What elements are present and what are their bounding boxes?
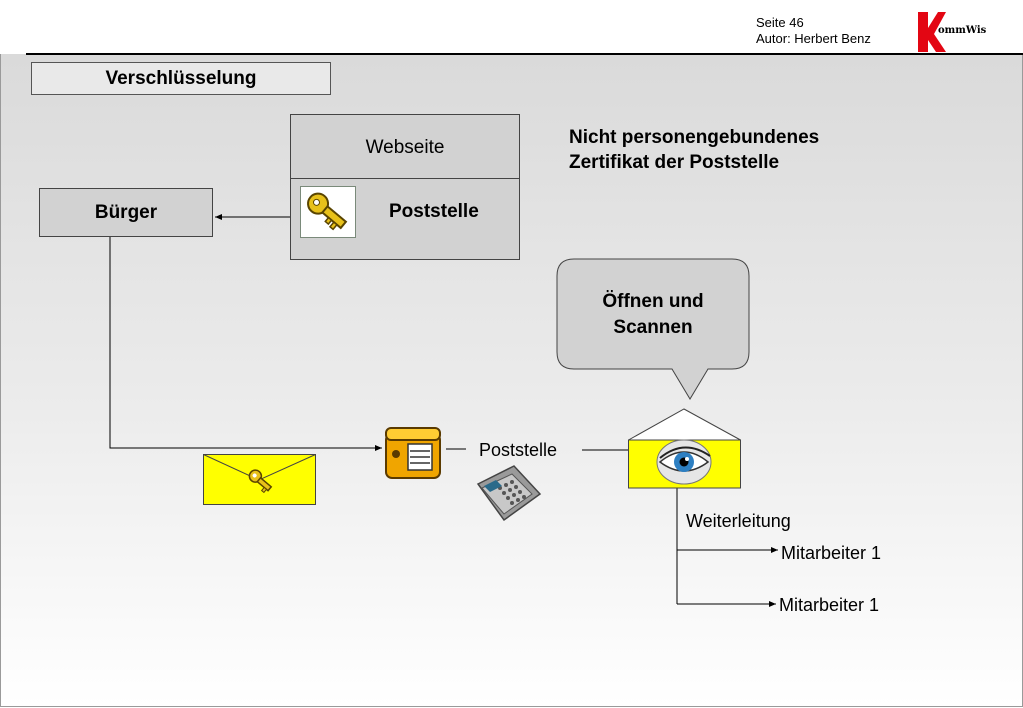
employee-1-label: Mitarbeiter 1 bbox=[781, 543, 882, 563]
mailroom-label: Poststelle bbox=[479, 440, 558, 460]
speech-bubble-text: Öffnen und Scannen bbox=[558, 289, 748, 341]
employee-2-label: Mitarbeiter 1 bbox=[779, 595, 880, 615]
key-icon bbox=[307, 192, 348, 231]
kommwis-logo: ommWis bbox=[916, 12, 996, 52]
speech-line-1: Öffnen und bbox=[602, 291, 704, 312]
page-info: Seite 46 Autor: Herbert Benz bbox=[756, 15, 871, 47]
envelope-icon bbox=[203, 454, 316, 505]
certificate-note-line-2: Zertifikat der Poststelle bbox=[569, 152, 780, 173]
author-line: Autor: Herbert Benz bbox=[756, 31, 871, 46]
mailroom-box: Poststelle bbox=[290, 178, 520, 260]
speech-line-2: Scannen bbox=[613, 317, 693, 338]
open-envelope-icon bbox=[628, 408, 741, 489]
slide-title: Verschlüsselung bbox=[31, 62, 331, 95]
key-icon bbox=[248, 469, 273, 494]
page-number: Seite 46 bbox=[756, 15, 804, 30]
mailroom-box-label: Poststelle bbox=[389, 201, 479, 222]
header-rule bbox=[26, 53, 1023, 55]
arrow-citizen-to-mailbox bbox=[109, 237, 382, 451]
svg-text:ommWis: ommWis bbox=[938, 25, 987, 36]
mailbox-icon bbox=[385, 427, 441, 479]
forwarding-label: Weiterleitung bbox=[686, 511, 791, 531]
citizen-box: Bürger bbox=[39, 188, 213, 237]
telephone-icon bbox=[476, 465, 542, 522]
website-box: Webseite bbox=[290, 114, 520, 179]
speech-bubble bbox=[556, 258, 750, 400]
certificate-note-line-1: Nicht personengebundenes bbox=[569, 127, 820, 148]
certificate-note: Nicht personengebundenes Zertifikat der … bbox=[569, 125, 819, 175]
eye-icon bbox=[656, 439, 712, 485]
key-tile bbox=[300, 186, 356, 238]
